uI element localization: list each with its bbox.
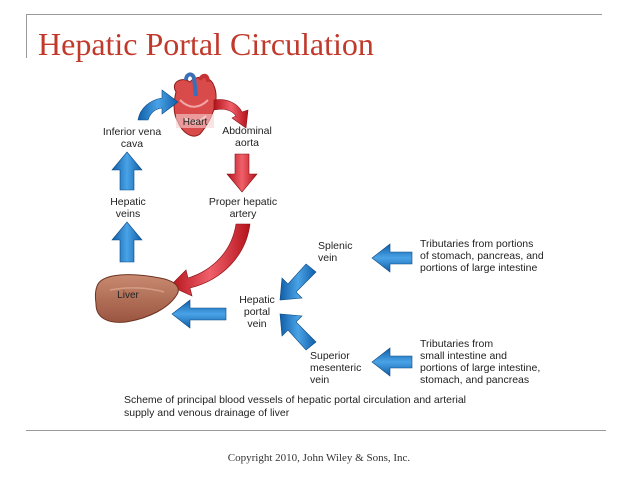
arrow-liver-to-hepatic-veins bbox=[111, 221, 143, 263]
arrow-portal-vein-to-liver bbox=[171, 299, 227, 329]
arrow-mesenteric-to-portal bbox=[279, 313, 317, 351]
heart-illustration: Heart bbox=[173, 72, 217, 137]
arrow-hepatic-artery-to-liver bbox=[169, 223, 251, 297]
bottom-rule bbox=[26, 430, 606, 431]
label-hepatic-veins: Hepatic veins bbox=[110, 196, 146, 220]
label-hepatic-portal-vein: Hepatic portal vein bbox=[239, 294, 275, 330]
liver-label: Liver bbox=[117, 290, 139, 301]
heart-label: Heart bbox=[183, 117, 208, 128]
figure-caption: Scheme of principal blood vessels of hep… bbox=[124, 394, 467, 419]
arrow-heart-to-aorta bbox=[213, 99, 249, 129]
arrow-tributaries-to-splenic bbox=[371, 243, 413, 273]
arrow-splenic-to-portal bbox=[279, 263, 317, 301]
arrow-hepatic-veins-to-vena-cava bbox=[111, 151, 143, 191]
arrow-vena-cava-to-heart bbox=[137, 89, 179, 121]
label-tributaries-mesenteric: Tributaries from small intestine and por… bbox=[420, 338, 541, 386]
label-proper-hepatic-artery: Proper hepatic artery bbox=[208, 196, 278, 220]
page-title: Hepatic Portal Circulation bbox=[38, 26, 374, 62]
label-abdominal-aorta: Abdominal aorta bbox=[222, 125, 272, 149]
top-rule bbox=[26, 14, 602, 15]
label-superior-mesenteric-vein: Superior mesenteric vein bbox=[310, 350, 362, 386]
arrow-tributaries-to-mesenteric bbox=[371, 347, 413, 377]
left-rule bbox=[26, 14, 27, 58]
label-inferior-vena-cava: Inferior vena cava bbox=[102, 126, 162, 150]
label-tributaries-splenic: Tributaries from portions of stomach, pa… bbox=[420, 238, 544, 274]
label-splenic-vein: Splenic vein bbox=[318, 240, 353, 264]
copyright-footer: Copyright 2010, John Wiley & Sons, Inc. bbox=[227, 452, 411, 464]
liver-illustration: Liver bbox=[94, 274, 179, 323]
arrow-aorta-to-hepatic-artery bbox=[226, 153, 258, 193]
